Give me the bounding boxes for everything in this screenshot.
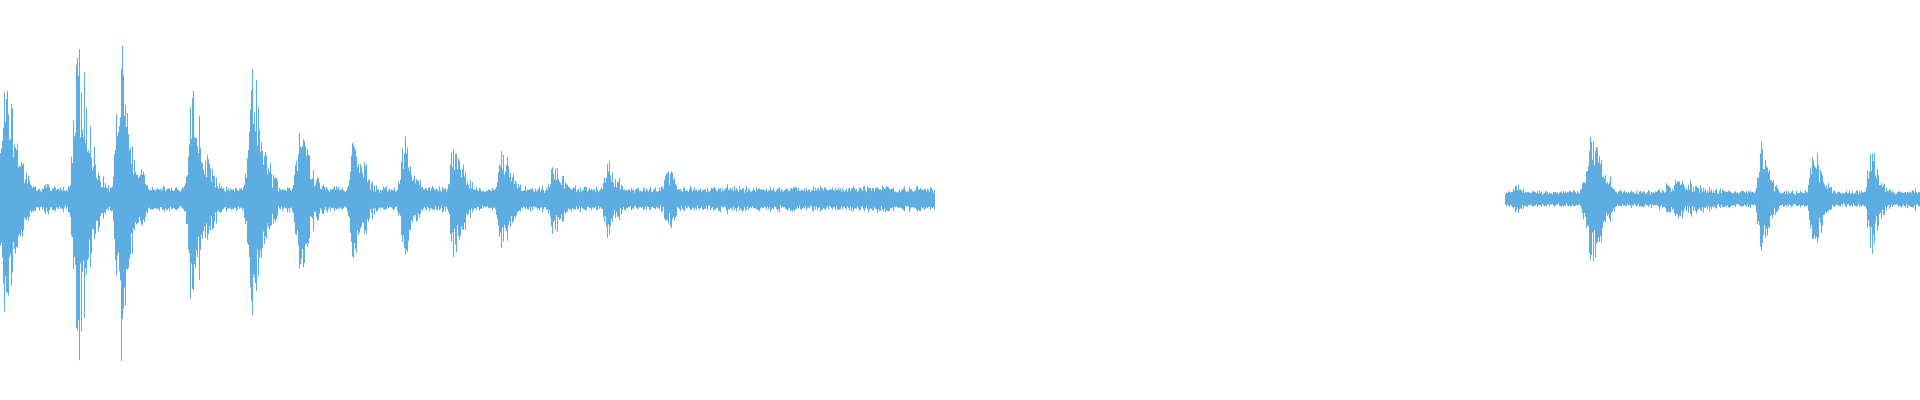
waveform-samples: [0, 46, 935, 361]
waveform-segment-1: [0, 46, 935, 361]
waveform-segment-2: [1505, 136, 1920, 262]
